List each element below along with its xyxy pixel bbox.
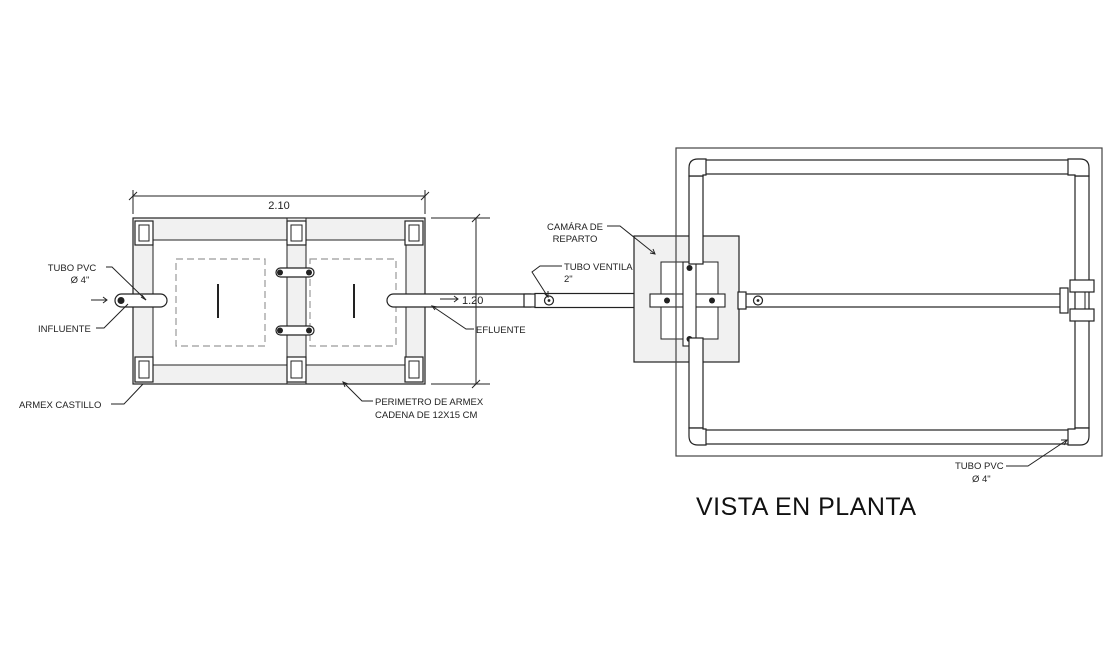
tubo-ventila-diam: 2" xyxy=(564,274,573,285)
effluent-pipe xyxy=(386,292,652,309)
influente-label: INFLUENTE xyxy=(38,324,91,335)
dimension-width-label: 2.10 xyxy=(268,200,289,212)
dimension-depth-label: 1.20 xyxy=(462,295,483,307)
camara-label-2: REPARTO xyxy=(553,234,598,245)
tank-lid-2 xyxy=(309,258,397,347)
perimetro-label-1: PERIMETRO DE ARMEX xyxy=(375,397,484,408)
tubo-pvc-left-diam: Ø 4" xyxy=(71,275,90,286)
callout-camara-reparto: CAMÁRA DE REPARTO xyxy=(547,222,656,255)
tubo-pvc-right-diam: Ø 4" xyxy=(972,474,991,485)
efluente-label: EFLUENTE xyxy=(476,325,526,336)
callout-efluente: EFLUENTE xyxy=(430,305,526,336)
armex-castillo-columns xyxy=(134,220,424,383)
septic-tank xyxy=(114,217,426,385)
tank-divider-wall xyxy=(286,217,307,385)
tubo-pvc-left-label: TUBO PVC xyxy=(48,263,97,274)
drain-field-boundary xyxy=(675,147,1103,457)
callout-tubo-pvc-right: TUBO PVC Ø 4" xyxy=(955,439,1068,485)
perimetro-label-2: CADENA DE 12X15 CM xyxy=(375,410,478,421)
tubo-ventila-label: TUBO VENTILA xyxy=(564,262,633,273)
callout-influente: INFLUENTE xyxy=(38,303,129,335)
transfer-pipes xyxy=(275,267,315,336)
callout-tubo-pvc-left: TUBO PVC Ø 4" xyxy=(48,263,147,301)
drawing-title: VISTA EN PLANTA xyxy=(696,493,917,521)
callout-perimetro: PERIMETRO DE ARMEX CADENA DE 12X15 CM xyxy=(342,381,484,421)
armex-castillo-label: ARMEX CASTILLO xyxy=(19,400,101,411)
callout-tubo-ventila: TUBO VENTILA 2" xyxy=(531,262,633,299)
drain-field xyxy=(675,147,1103,457)
dimension-depth: 1.20 xyxy=(431,213,490,389)
inlet-pipe xyxy=(114,293,168,308)
tubo-pvc-right-label: TUBO PVC xyxy=(955,461,1004,472)
influent-arrow xyxy=(91,296,108,304)
callout-armex-castillo: ARMEX CASTILLO xyxy=(19,383,144,411)
distribution-chamber xyxy=(633,235,740,363)
dimension-width: 2.10 xyxy=(128,190,430,214)
tank-lid-1 xyxy=(175,258,266,347)
camara-label-1: CAMÁRA DE xyxy=(547,222,603,233)
